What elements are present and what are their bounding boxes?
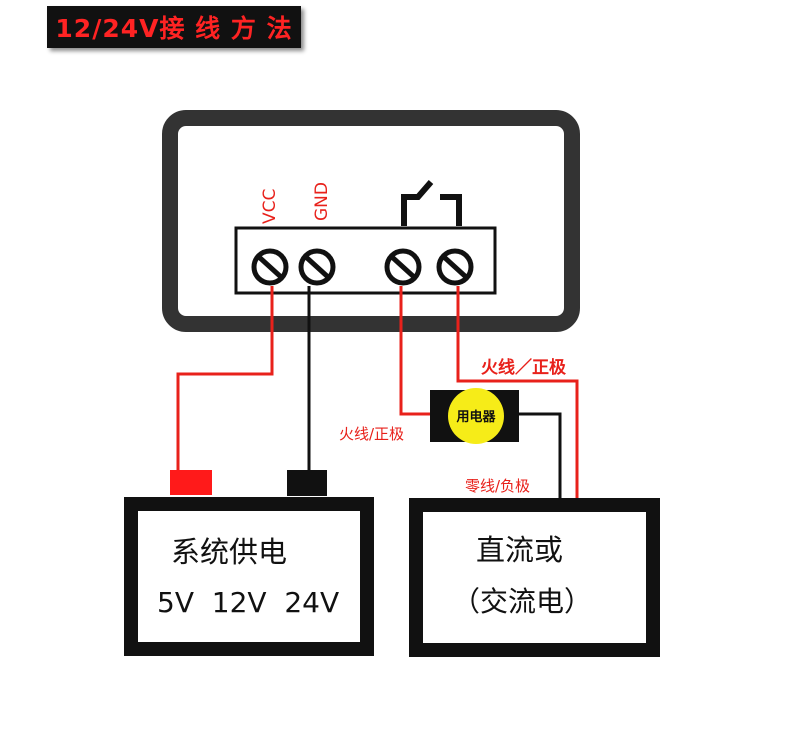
vcc-wire (176, 286, 274, 470)
negative-terminal (287, 470, 327, 496)
load-return-wire (519, 412, 562, 498)
source-box (409, 498, 660, 657)
live-positive-label-top: 火线／正极 (481, 357, 566, 378)
load-label: 用电器 (455, 409, 496, 425)
neutral-negative-label: 零线/负极 (465, 477, 530, 495)
source-line2: （交流电） (452, 585, 592, 618)
power-supply-box (124, 497, 374, 656)
load-indicator (448, 388, 504, 444)
relay-wire-to-load (399, 286, 430, 416)
diagram-title: 12/24V接 线 方 法 (55, 14, 293, 43)
screw-terminal-gnd (298, 248, 336, 286)
title-banner: 12/24V接 线 方 法 (47, 6, 301, 48)
relay-symbol (401, 180, 462, 226)
source-line1: 直流或 (476, 533, 563, 567)
relay-wire-to-source (456, 286, 579, 498)
power-supply-line1: 系统供电 (171, 535, 287, 569)
screw-terminal-vcc (251, 248, 289, 286)
gnd-label: GND (312, 182, 332, 221)
positive-terminal (170, 470, 212, 495)
power-supply-line2: 5V 12V 24V (157, 586, 339, 619)
live-positive-label-left: 火线/正极 (339, 425, 404, 443)
vcc-label: VCC (260, 189, 280, 224)
screw-terminal-relay-1 (384, 248, 422, 286)
screw-terminal-relay-2 (436, 248, 474, 286)
